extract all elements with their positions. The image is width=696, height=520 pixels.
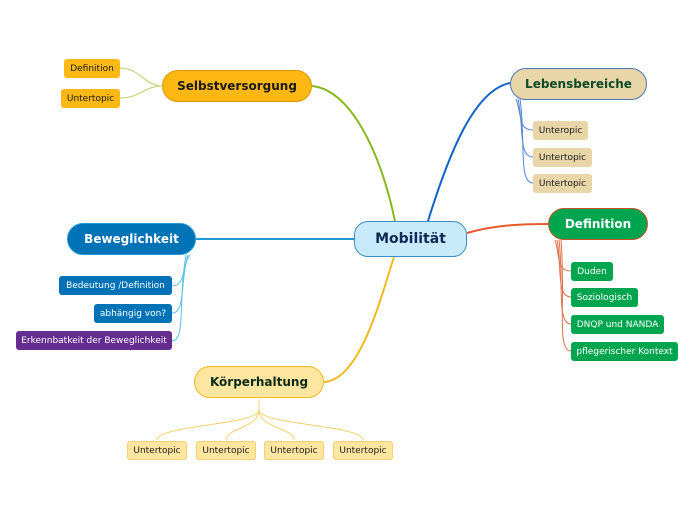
subtopic-beweglichkeit-erkennbarkeit[interactable]: Erkennbatkeit der Beweglichkeit [16,331,172,350]
subtopic-label: Untertopic [538,152,587,163]
topic-label: Definition [564,217,632,231]
subtopic-koerperhaltung-4[interactable]: Untertopic [333,441,393,460]
topic-label: Beweglichkeit [84,232,179,246]
subtopic-label: Untertopic [270,445,318,456]
central-topic-label: Mobilität [375,231,446,247]
topic-definition[interactable]: Definition [548,208,648,240]
subtopic-label: Untertopic [339,445,387,456]
subtopic-label: Soziologisch [576,292,633,303]
subtopic-label: pflegerischer Kontext [576,346,673,357]
subtopic-definition-dnqp[interactable]: DNQP und NANDA [571,315,664,334]
subtopic-label: Untertopic [66,93,115,104]
subtopic-label: Unteropic [538,125,583,136]
subtopic-definition-soziologisch[interactable]: Soziologisch [571,288,638,307]
subtopic-definition-pflegerisch[interactable]: pflegerischer Kontext [571,342,678,361]
subtopic-lebensbereiche-3[interactable]: Untertopic [533,174,592,193]
subtopic-label: Duden [577,266,607,277]
topic-label: Selbstversorgung [177,79,297,93]
subtopic-definition-duden[interactable]: Duden [571,262,613,281]
subtopic-koerperhaltung-3[interactable]: Untertopic [264,441,324,460]
subtopic-label: Definition [70,63,114,74]
topic-beweglichkeit[interactable]: Beweglichkeit [67,223,196,255]
subtopic-label: Erkennbatkeit der Beweglichkeit [21,335,167,346]
subtopic-label: Untertopic [133,445,181,456]
topic-label: Lebensbereiche [525,77,632,91]
subtopic-lebensbereiche-1[interactable]: Unteropic [533,121,588,140]
subtopic-koerperhaltung-1[interactable]: Untertopic [127,441,187,460]
subtopic-label: Untertopic [538,178,587,189]
subtopic-label: Bedeutung /Definition [66,280,165,291]
subtopic-label: DNQP und NANDA [576,319,659,330]
subtopic-selbstversorgung-untertopic[interactable]: Untertopic [61,89,120,108]
topic-lebensbereiche[interactable]: Lebensbereiche [510,68,647,100]
central-topic[interactable]: Mobilität [354,221,467,257]
topic-koerperhaltung[interactable]: Körperhaltung [194,366,324,398]
subtopic-beweglichkeit-bedeutung[interactable]: Bedeutung /Definition [59,276,172,295]
subtopic-selbstversorgung-definition[interactable]: Definition [64,59,120,78]
subtopic-lebensbereiche-2[interactable]: Untertopic [533,148,592,167]
topic-selbstversorgung[interactable]: Selbstversorgung [162,70,312,102]
topic-label: Körperhaltung [209,375,309,389]
subtopic-label: Untertopic [202,445,250,456]
subtopic-koerperhaltung-2[interactable]: Untertopic [196,441,256,460]
subtopic-beweglichkeit-abhaengig[interactable]: abhängig von? [94,304,172,323]
subtopic-label: abhängig von? [99,308,167,319]
